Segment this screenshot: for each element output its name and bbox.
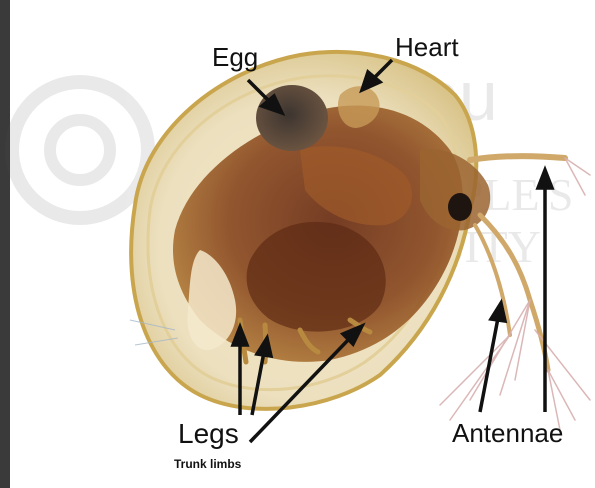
eye <box>448 193 472 221</box>
antennae-arrow-1 <box>480 318 498 412</box>
antennae-label: Antennae <box>452 420 563 446</box>
trunk-limbs-label: Trunk limbs <box>174 458 241 470</box>
egg-label: Egg <box>212 44 258 70</box>
heart-label: Heart <box>395 34 459 60</box>
egg-shape <box>256 85 328 151</box>
legs-label: Legs <box>178 420 239 448</box>
